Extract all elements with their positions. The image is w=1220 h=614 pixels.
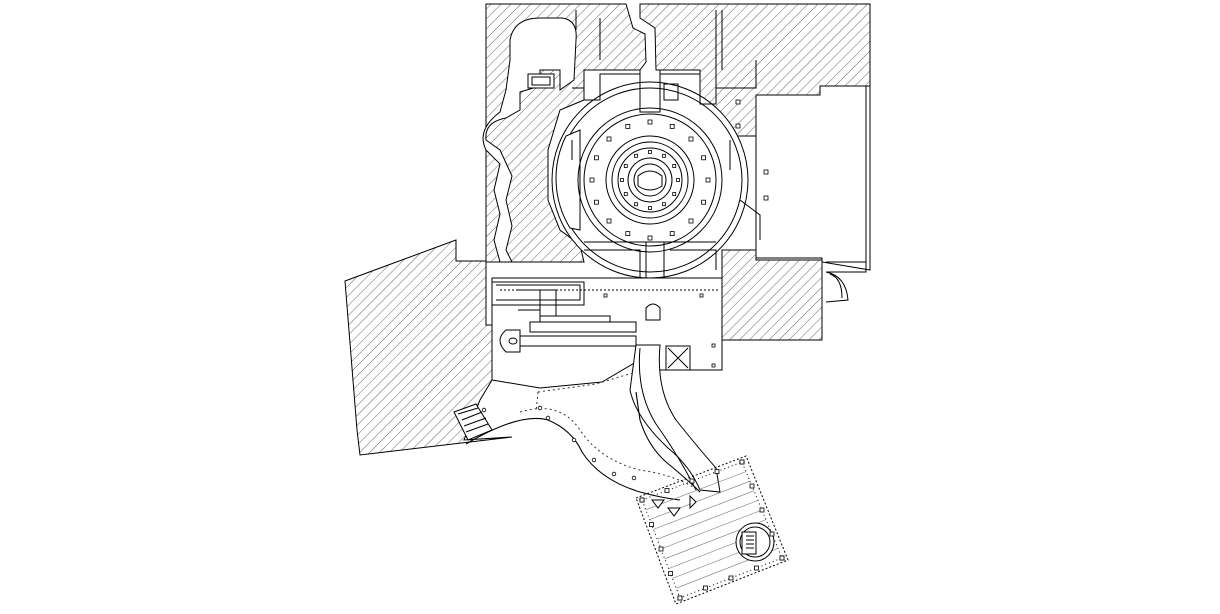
rotunda-column bbox=[623, 192, 628, 196]
terrace-bollard bbox=[668, 571, 673, 576]
rotunda-column bbox=[669, 124, 675, 129]
rotunda-column bbox=[672, 192, 677, 196]
scattered-columns bbox=[481, 99, 769, 481]
south-east-wing bbox=[721, 249, 823, 341]
rotunda-column bbox=[662, 202, 666, 207]
garden-terrace bbox=[635, 455, 789, 605]
rotunda-column bbox=[647, 119, 653, 125]
rotunda-column bbox=[688, 136, 694, 142]
serpentine-ramp bbox=[629, 344, 721, 493]
west-stairs bbox=[453, 403, 493, 441]
terrace-bollard bbox=[728, 575, 734, 581]
terrace-bollard bbox=[639, 497, 645, 503]
rotunda-column bbox=[701, 155, 706, 161]
rotunda-column bbox=[648, 150, 652, 154]
terrace-bollard bbox=[677, 595, 683, 601]
rotunda-outer-columns bbox=[589, 119, 711, 241]
rotunda-column bbox=[623, 164, 628, 168]
rotunda-column bbox=[625, 231, 631, 237]
terrace-bollard bbox=[658, 546, 664, 552]
interior-walls bbox=[571, 10, 761, 283]
fountain bbox=[735, 522, 775, 562]
dotted-garden-path bbox=[519, 371, 701, 493]
rotunda-column bbox=[594, 155, 599, 161]
rotunda-column bbox=[606, 136, 612, 142]
garden-path-edge bbox=[465, 391, 701, 501]
east-annex bbox=[755, 85, 871, 303]
terrace-bollard bbox=[689, 478, 695, 484]
terrace-bollard bbox=[779, 555, 785, 561]
terrace-bollard bbox=[759, 507, 765, 513]
rotunda-column bbox=[676, 178, 680, 182]
rotunda-column bbox=[647, 235, 653, 241]
rotunda-column bbox=[634, 153, 638, 158]
terrace-bollard bbox=[649, 522, 654, 527]
terrace-bollard bbox=[769, 531, 775, 537]
terrace-bollard bbox=[703, 585, 708, 591]
rotunda-column bbox=[701, 199, 706, 205]
terrace-bollard bbox=[664, 488, 670, 493]
terrace-bollards bbox=[639, 459, 785, 601]
terrace-bollard bbox=[754, 565, 759, 571]
planting-row bbox=[653, 490, 755, 530]
rotunda-column bbox=[589, 177, 595, 183]
rotunda-column bbox=[634, 202, 638, 207]
rotunda-column bbox=[620, 178, 624, 182]
planting-row bbox=[660, 509, 763, 550]
planting-row bbox=[645, 471, 747, 511]
planting-row bbox=[657, 500, 759, 540]
rotunda-column bbox=[648, 206, 652, 210]
rotunda-column bbox=[594, 199, 599, 205]
planting-row bbox=[649, 480, 751, 520]
rotunda-column bbox=[705, 177, 711, 183]
rotunda-column bbox=[669, 231, 675, 237]
terrace-bollard bbox=[714, 469, 720, 474]
terrace-bollard bbox=[749, 483, 755, 489]
rotunda-column bbox=[662, 153, 666, 158]
terrace-planting-rows bbox=[645, 471, 779, 589]
rotunda-column bbox=[688, 218, 694, 224]
rotunda-inner-columns bbox=[620, 150, 680, 210]
central-rotunda bbox=[551, 81, 749, 279]
west-corridor bbox=[482, 17, 577, 263]
forecourt bbox=[491, 277, 723, 389]
rotunda-column bbox=[625, 124, 631, 129]
rotunda-column bbox=[672, 164, 677, 168]
terrace-bollard bbox=[739, 459, 745, 465]
rotunda-column bbox=[606, 218, 612, 224]
